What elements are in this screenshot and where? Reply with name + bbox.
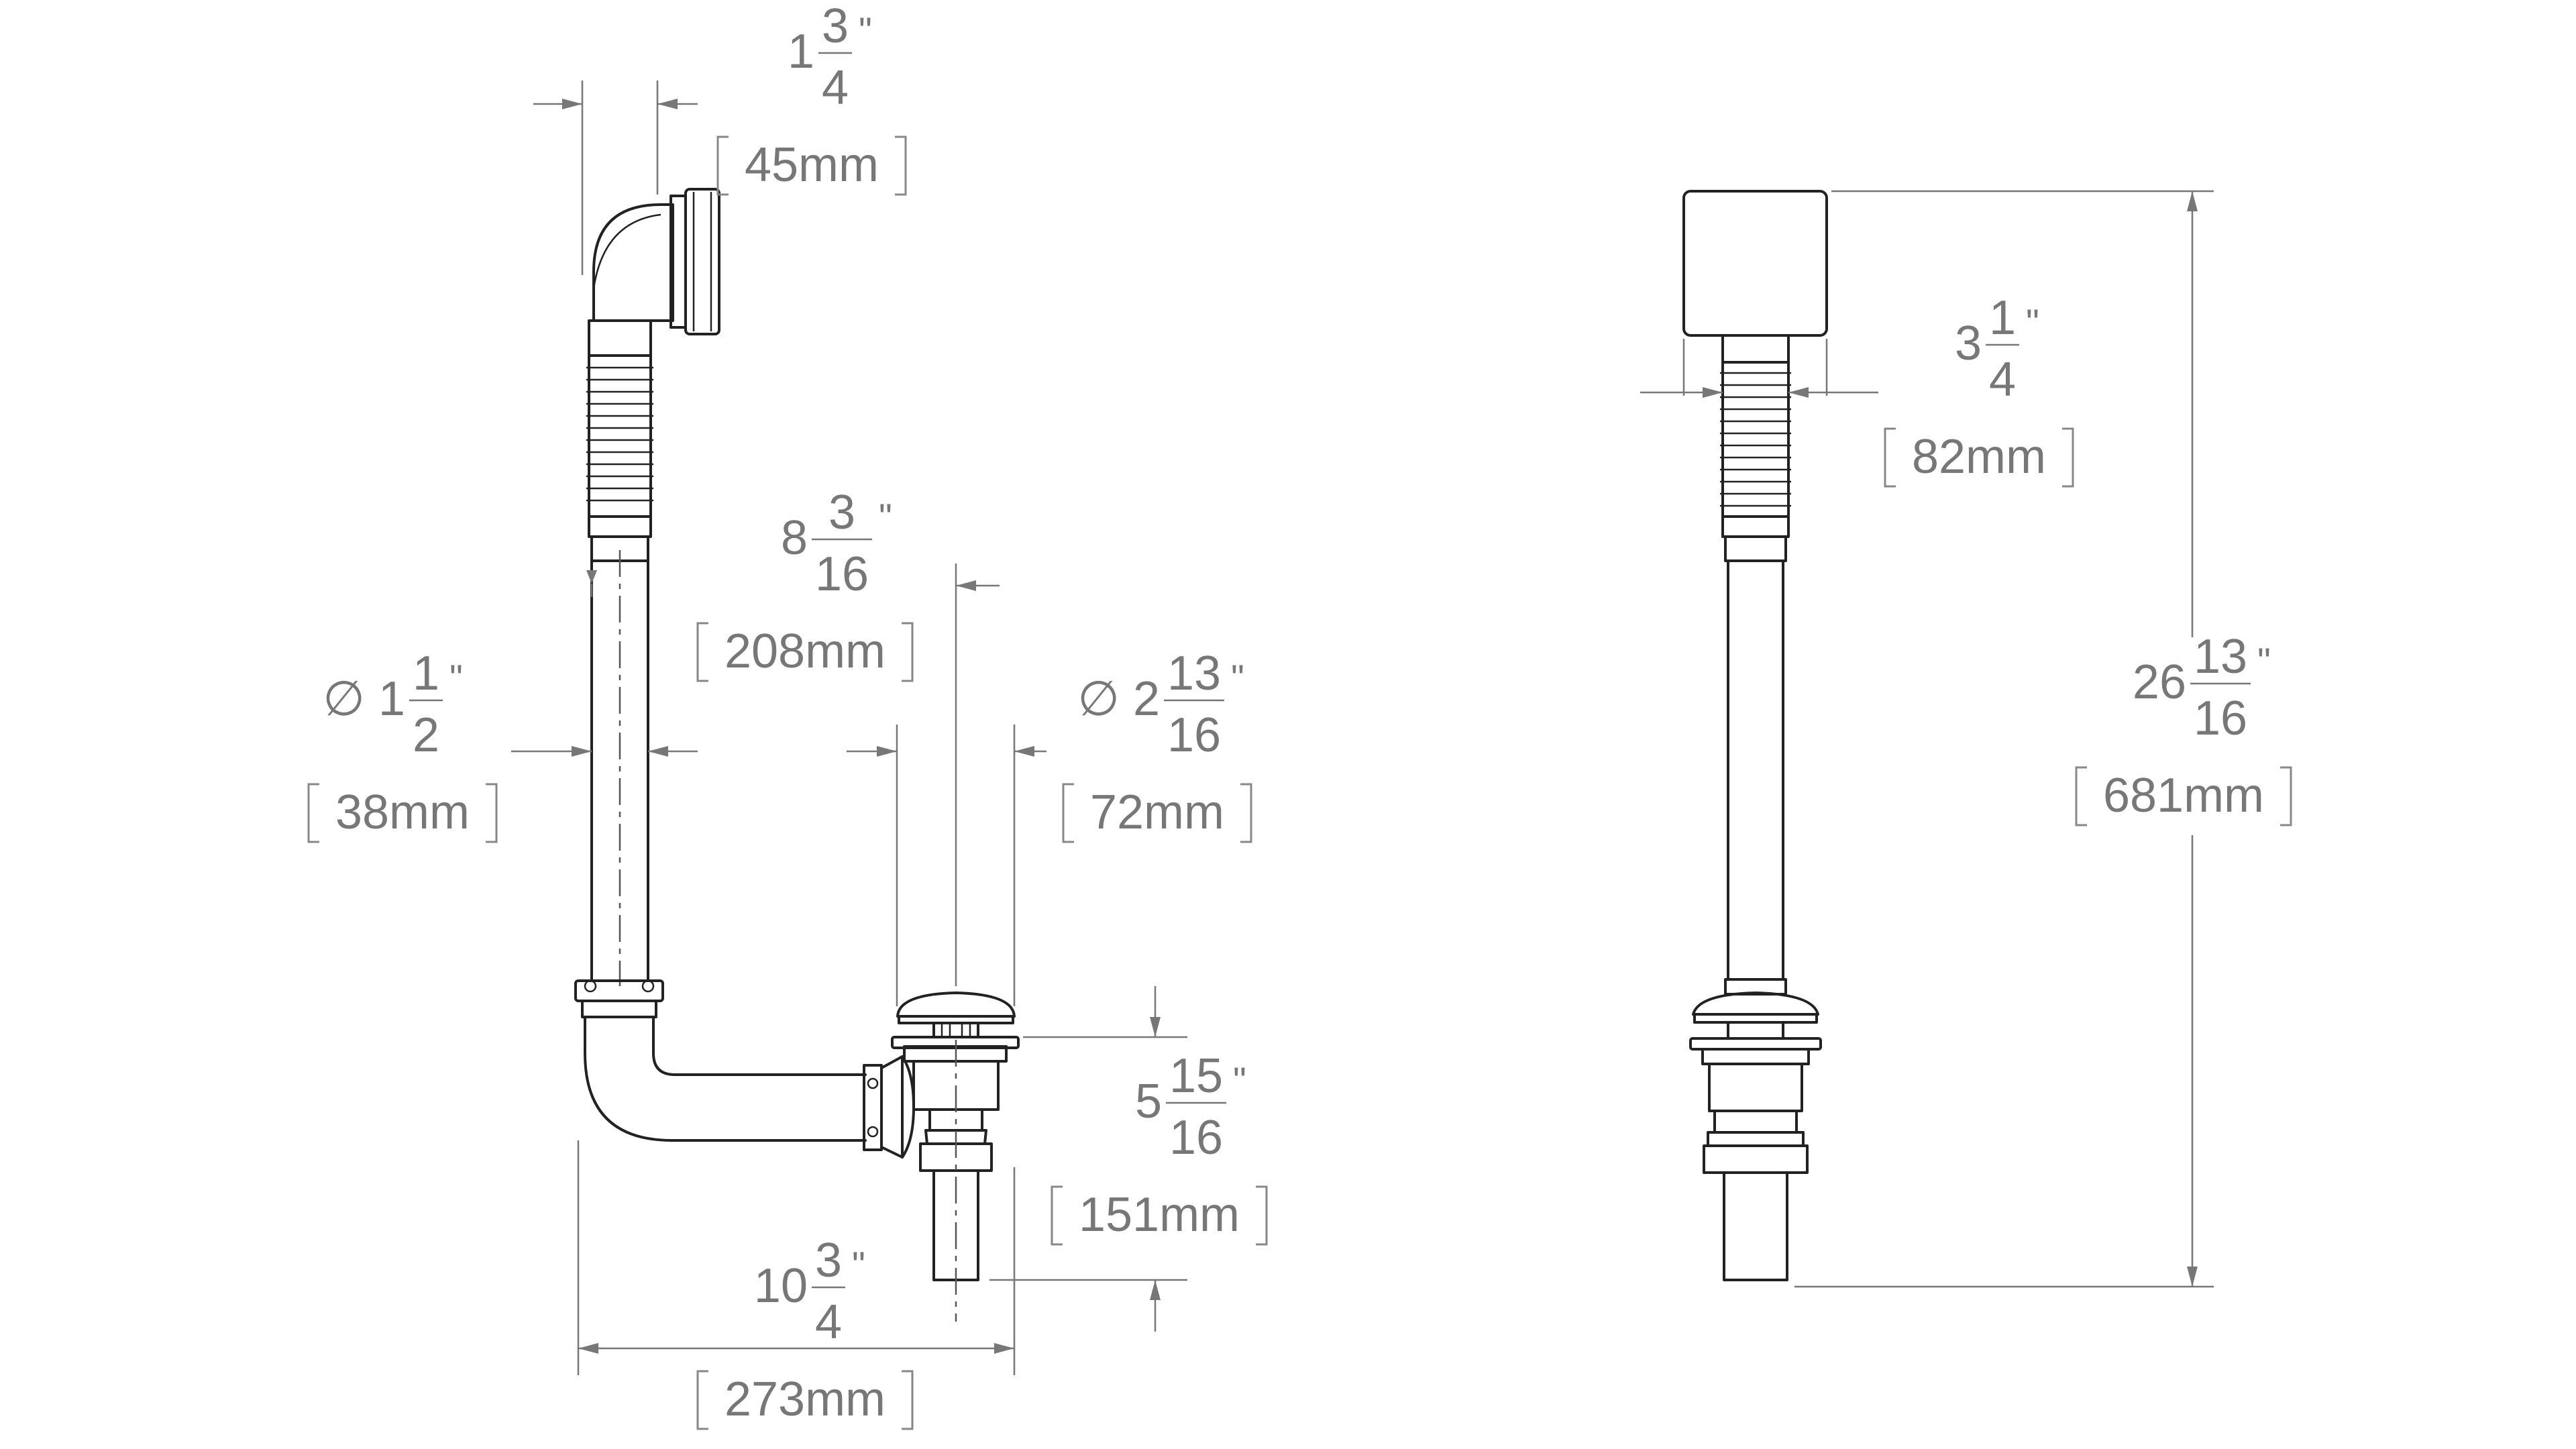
dimension-numerator: 3 bbox=[815, 1234, 842, 1287]
inch-mark: " bbox=[1233, 1059, 1246, 1102]
front-view bbox=[1682, 190, 1828, 1281]
tailpiece bbox=[1723, 1171, 1788, 1281]
dimension-numerator: 1 bbox=[1989, 291, 2016, 345]
dimension-whole: ∅ 2 bbox=[1077, 672, 1160, 726]
inch-mark: " bbox=[879, 496, 892, 538]
dimension-denominator: 4 bbox=[822, 61, 849, 115]
metric-bracket bbox=[1062, 783, 1252, 843]
metric-bracket bbox=[696, 1370, 914, 1430]
stopper-cap bbox=[1692, 991, 1819, 1016]
metric-bracket bbox=[1051, 1185, 1268, 1246]
dimension-metric: 38mm bbox=[335, 786, 470, 839]
dimension-numerator: 1 bbox=[413, 647, 439, 700]
dimension-whole: 1 bbox=[788, 25, 814, 78]
overflow-elbow bbox=[592, 188, 720, 335]
dimension-whole: 10 bbox=[754, 1259, 808, 1313]
drain-body bbox=[880, 1036, 1020, 1322]
overflow-tube bbox=[590, 559, 649, 981]
dimension-metric: 681mm bbox=[2103, 769, 2264, 822]
dimension-numerator: 3 bbox=[822, 0, 849, 53]
metric-bracket bbox=[716, 136, 907, 196]
overflow-tube bbox=[1727, 559, 1784, 981]
dimension-whole: 8 bbox=[781, 511, 808, 565]
dimension-denominator: 2 bbox=[413, 708, 439, 762]
dimension-metric: 273mm bbox=[724, 1373, 885, 1426]
metric-bracket bbox=[2075, 766, 2292, 826]
dimension-metric: 45mm bbox=[745, 138, 879, 192]
dimension-metric: 151mm bbox=[1079, 1188, 1240, 1242]
dimension-numerator: 13 bbox=[2194, 630, 2247, 684]
dimension-metric: 82mm bbox=[1912, 430, 2046, 484]
bottom-elbow bbox=[584, 1016, 867, 1142]
metric-bracket bbox=[696, 622, 914, 682]
dimension-numerator: 3 bbox=[828, 486, 855, 539]
overflow-faceplate bbox=[1682, 190, 1828, 337]
inch-mark: " bbox=[852, 1244, 865, 1286]
inch-mark: " bbox=[859, 9, 872, 52]
dimension-numerator: 13 bbox=[1167, 647, 1221, 700]
dimension-whole: ∅ 1 bbox=[323, 672, 405, 726]
dimension-whole: 26 bbox=[2133, 655, 2186, 709]
dimension-denominator: 4 bbox=[1989, 353, 2016, 407]
dimension-denominator: 16 bbox=[1169, 1111, 1223, 1165]
metric-bracket bbox=[1884, 427, 2074, 488]
dimension-numerator: 15 bbox=[1169, 1049, 1223, 1103]
dimension-denominator: 16 bbox=[815, 547, 869, 601]
dimension-whole: 5 bbox=[1135, 1075, 1162, 1128]
dimension-denominator: 16 bbox=[2194, 692, 2247, 745]
inch-mark: " bbox=[449, 657, 463, 699]
dimension-denominator: 16 bbox=[1167, 708, 1221, 762]
inch-mark: " bbox=[1231, 657, 1244, 699]
dimension-whole: 3 bbox=[1955, 317, 1982, 370]
corrugated-hose bbox=[586, 354, 653, 518]
side-view bbox=[574, 188, 1020, 1322]
stopper-cap bbox=[896, 991, 1016, 1038]
corrugated-hose bbox=[1720, 361, 1791, 518]
inch-mark: " bbox=[2257, 640, 2271, 682]
inch-mark: " bbox=[2026, 301, 2039, 343]
dimension-denominator: 4 bbox=[815, 1295, 842, 1349]
metric-bracket bbox=[307, 783, 498, 843]
dimension-lines bbox=[511, 80, 2214, 1375]
dimension-metric: 72mm bbox=[1090, 786, 1224, 839]
dimension-metric: 208mm bbox=[724, 625, 885, 678]
